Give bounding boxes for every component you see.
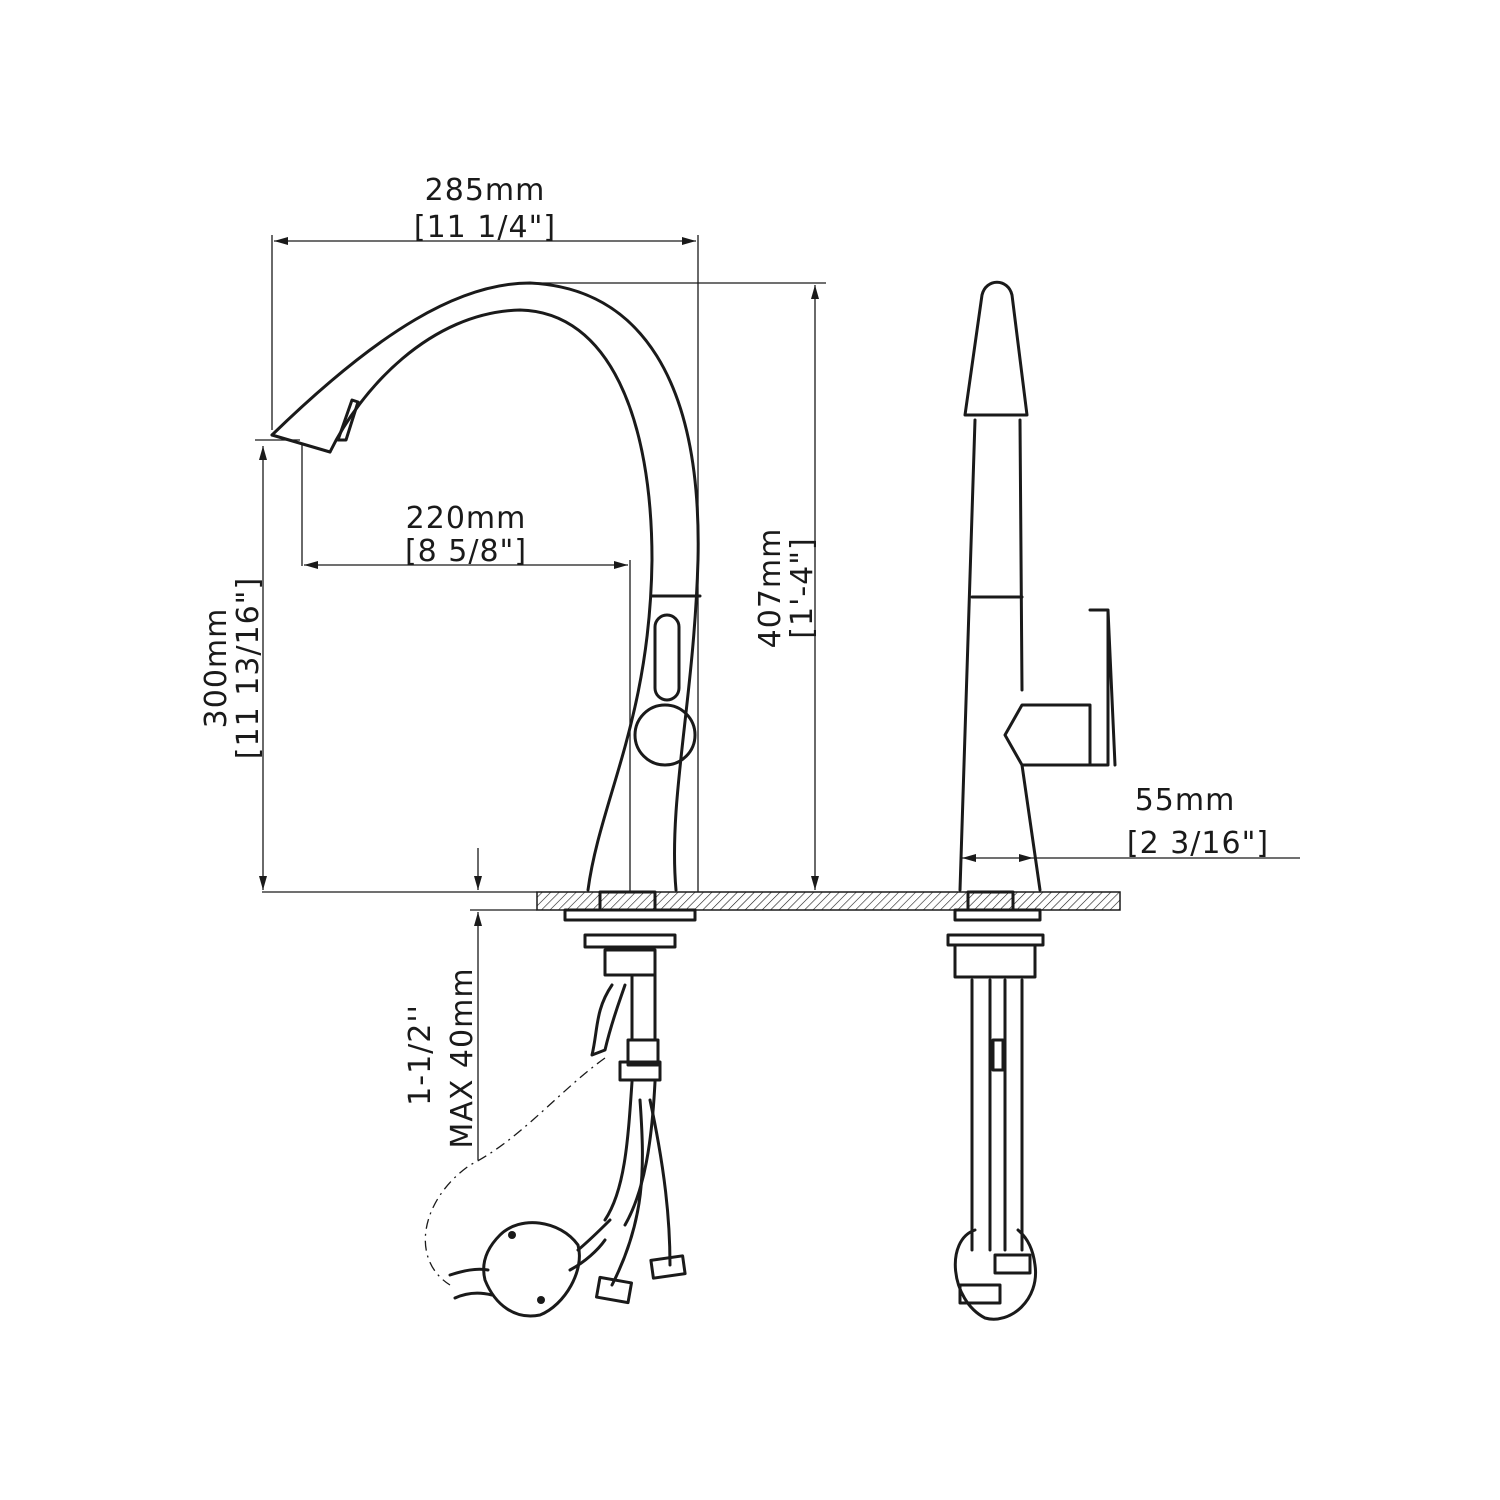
faucet-side-view bbox=[270, 281, 702, 1318]
spout-to-center-metric: 220mm bbox=[406, 501, 527, 536]
base-diameter-metric: 55mm bbox=[1135, 783, 1236, 818]
dim-deck-thickness bbox=[470, 848, 537, 1160]
deck-thickness-imperial: 1-1/2'' bbox=[403, 1004, 438, 1106]
spout-reach-metric: 285mm bbox=[425, 173, 546, 208]
overall-height-metric: 407mm bbox=[753, 528, 788, 649]
overall-height-imperial: [1'-4"] bbox=[785, 537, 820, 638]
spout-height-metric: 300mm bbox=[199, 608, 234, 729]
countertop bbox=[536, 891, 1121, 911]
spout-height-imperial: [11 13/16"] bbox=[231, 577, 266, 759]
base-diameter-imperial: [2 3/16"] bbox=[1127, 826, 1269, 861]
spout-to-center-imperial: [8 5/8"] bbox=[405, 534, 527, 569]
faucet-front-view bbox=[946, 280, 1117, 1321]
deck-thickness-metric: MAX 40mm bbox=[445, 967, 480, 1148]
spout-reach-imperial: [11 1/4"] bbox=[414, 210, 556, 245]
dim-overall-height bbox=[520, 282, 826, 890]
